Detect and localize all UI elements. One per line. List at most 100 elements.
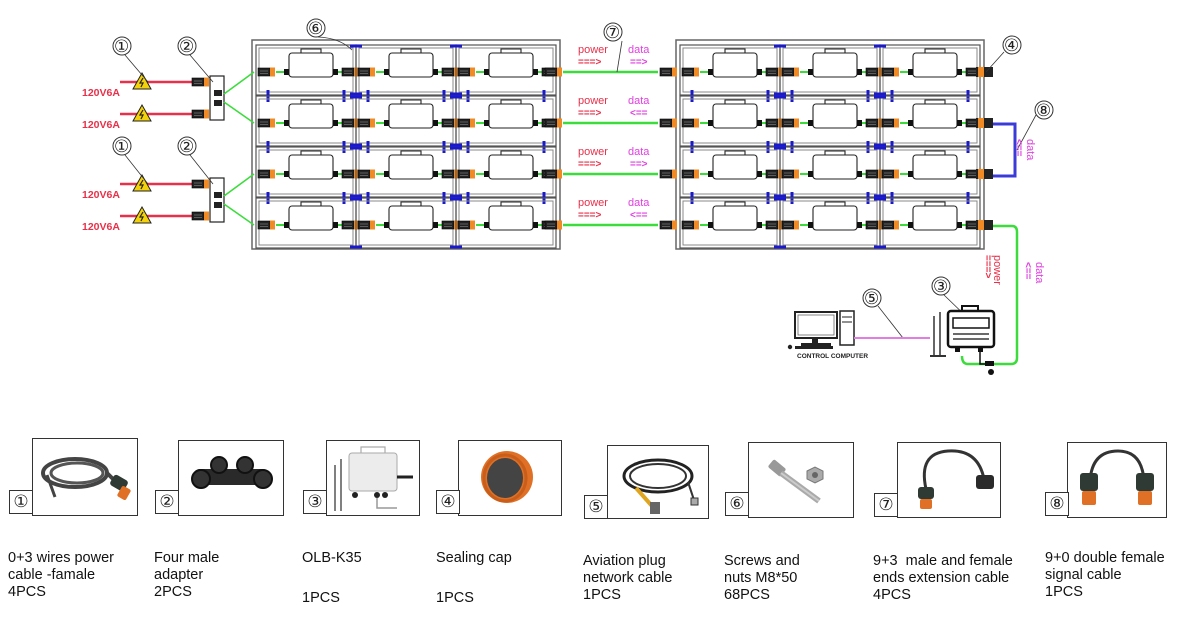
bolt-icon	[774, 146, 786, 150]
led-panel-group-left	[251, 39, 561, 250]
data-arrow: <==	[630, 210, 648, 221]
part-number-badge: ④	[436, 490, 460, 514]
svg-text:power: power	[991, 255, 1003, 285]
bolt-icon	[350, 143, 362, 147]
data-label: data	[628, 95, 650, 107]
part-number-badge: ⑧	[1045, 492, 1069, 516]
connector-icon	[681, 118, 700, 128]
input-rating-label: 120V6A	[82, 189, 120, 201]
end-connector	[976, 67, 993, 77]
connector-icon	[781, 169, 800, 179]
svg-text:data: data	[1024, 139, 1036, 161]
connector-icon	[357, 220, 376, 230]
power-arrow: ===>	[578, 159, 602, 170]
wiring-diagram: power===>data==>power===>data<==power===…	[82, 18, 1054, 375]
svg-text:③: ③	[933, 277, 948, 297]
data-arrow: <==	[630, 108, 648, 119]
callout-2-bottom: ②	[177, 136, 214, 185]
connector-icon	[191, 77, 210, 87]
network-cable-photo	[607, 445, 709, 519]
connector-icon	[681, 67, 700, 77]
connector-icon	[457, 67, 476, 77]
bolt-icon	[450, 146, 462, 150]
connector-icon	[881, 118, 900, 128]
input-rating-label: 120V6A	[82, 87, 120, 99]
part-number-badge: ②	[155, 490, 179, 514]
svg-text:①: ①	[114, 37, 129, 57]
end-connector-collar	[978, 118, 984, 128]
panel-frame	[675, 39, 985, 250]
connector-icon	[881, 220, 900, 230]
adapter-icon	[191, 456, 273, 489]
connector-icon	[659, 220, 678, 230]
svg-text:<==: <==	[1013, 139, 1024, 157]
end-connector-collar	[978, 220, 984, 230]
bolt-icon	[774, 95, 786, 99]
svg-text:⑤: ⑤	[864, 289, 879, 309]
data-arrow: ==>	[630, 57, 648, 68]
input-rating-label: 120V6A	[82, 221, 120, 233]
data-label: data	[628, 197, 650, 209]
panel-frame	[251, 39, 561, 250]
callout-2-top: ②	[177, 36, 214, 83]
four-male-adapter	[209, 177, 225, 223]
screw-nut-photo	[748, 442, 854, 518]
connector-icon	[357, 169, 376, 179]
power-cable-photo	[32, 438, 138, 516]
signal-cable-photo	[1067, 442, 1167, 518]
power-arrow: ===>	[578, 108, 602, 119]
bolt-icon	[350, 197, 362, 201]
bolt-icon	[874, 44, 886, 48]
control-computer: CONTROL COMPUTER	[787, 310, 930, 360]
connector-icon	[881, 67, 900, 77]
network-cable-icon	[622, 458, 699, 514]
extension-cable-icon	[918, 449, 994, 509]
part-number-badge: ⑦	[874, 493, 898, 517]
bolt-icon	[874, 95, 886, 99]
data-label: data	[628, 146, 650, 158]
bolt-icon	[350, 92, 362, 96]
connector-icon	[257, 169, 276, 179]
power-label: power	[578, 95, 608, 107]
bolt-icon	[874, 146, 886, 150]
feed-cable	[223, 71, 255, 95]
controller-box-icon	[334, 446, 413, 511]
svg-text:①: ①	[114, 137, 129, 157]
controller-box	[930, 305, 996, 375]
end-connector	[976, 169, 993, 179]
controller-photo	[326, 440, 420, 516]
svg-text:===>: ===>	[982, 255, 993, 279]
four-male-adapter	[209, 75, 225, 121]
connector-icon	[544, 67, 563, 77]
connector-icon	[457, 169, 476, 179]
part-number-badge: ⑥	[725, 492, 749, 516]
svg-text:data: data	[1033, 262, 1045, 284]
bolt-icon	[774, 194, 786, 198]
data-arrow: ==>	[630, 159, 648, 170]
bolt-icon	[874, 245, 886, 249]
bolt-icon	[450, 92, 462, 96]
svg-text:<==: <==	[1022, 262, 1033, 280]
callout-5: ⑤	[862, 288, 904, 339]
bolt-icon	[774, 44, 786, 48]
interconnect-cables: power===>data==>power===>data<==power===…	[544, 44, 993, 230]
callout-7: ⑦	[603, 22, 623, 73]
feed-cable	[223, 203, 255, 226]
connector-icon	[357, 118, 376, 128]
connector-icon	[781, 118, 800, 128]
part-number-badge: ⑤	[584, 495, 608, 519]
svg-text:⑧: ⑧	[1036, 101, 1051, 121]
connector-icon	[544, 118, 563, 128]
bolt-icon	[350, 44, 362, 48]
bolt-icon	[874, 197, 886, 201]
connector-icon	[681, 169, 700, 179]
power-arrow: ===>	[578, 57, 602, 68]
